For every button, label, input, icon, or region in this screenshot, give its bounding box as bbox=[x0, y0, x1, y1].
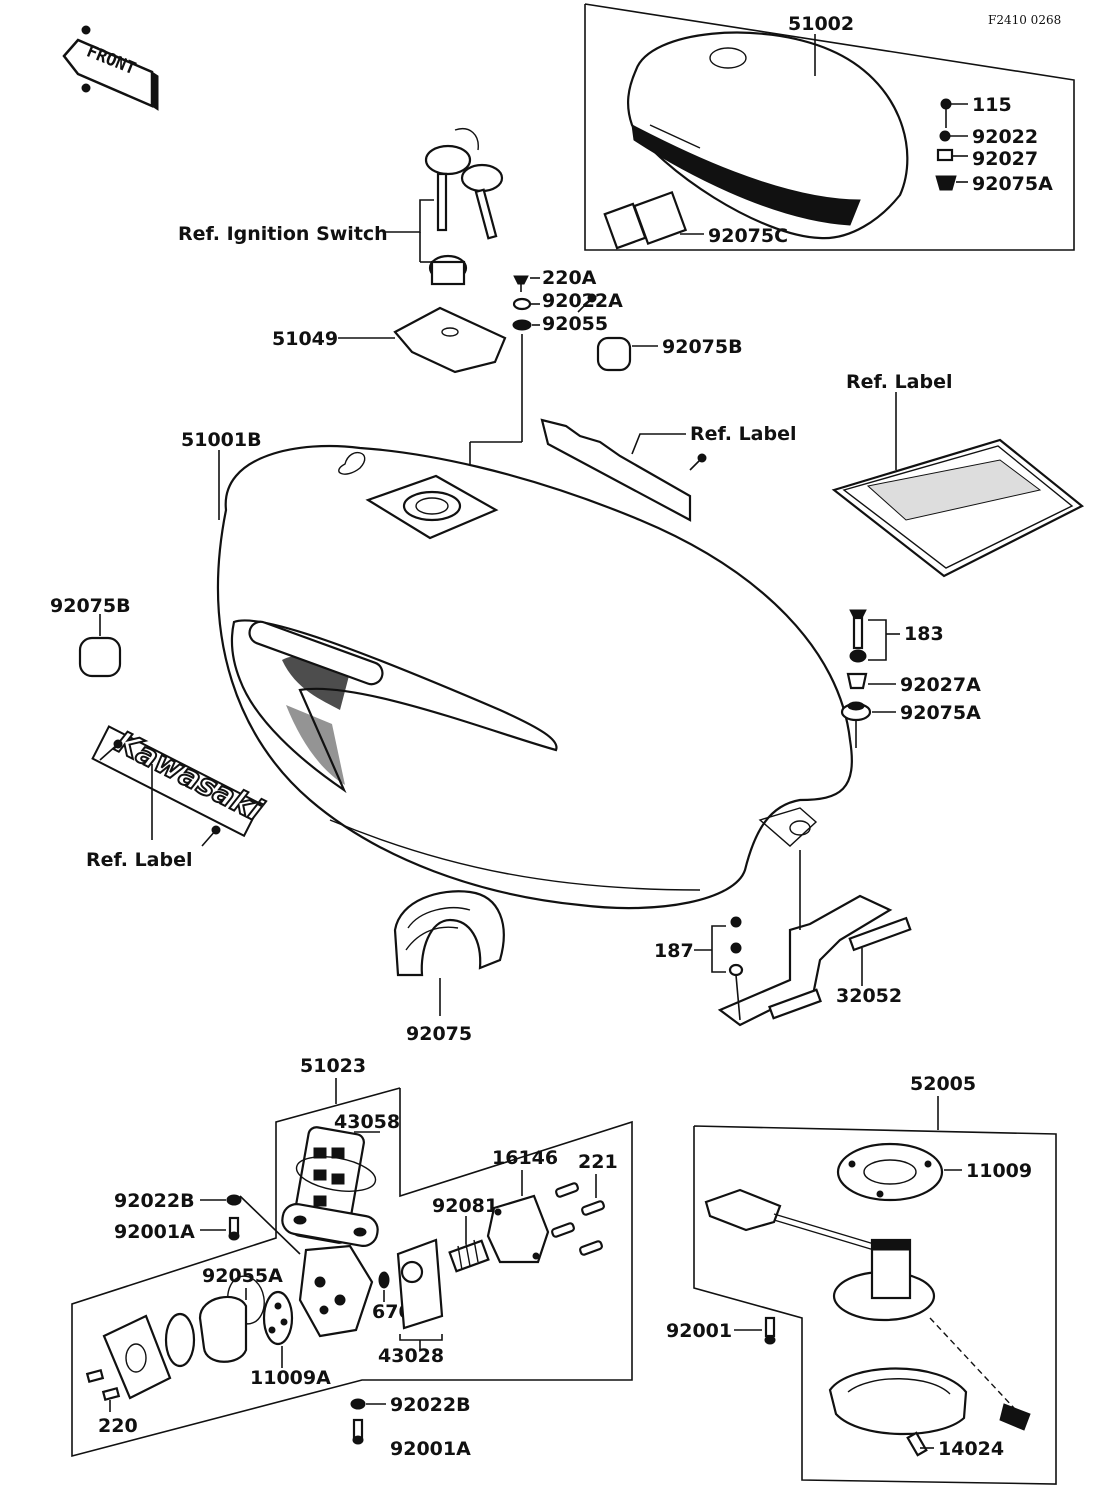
label-92027: 92027 bbox=[972, 148, 1038, 170]
cover-16146 bbox=[486, 1194, 550, 1264]
label-220: 220 bbox=[98, 1415, 138, 1437]
label-11009A: 11009A bbox=[250, 1367, 331, 1389]
label-92075B-left: 92075B bbox=[50, 595, 131, 617]
label-92075A-mid: 92075A bbox=[900, 702, 981, 724]
label-ref-label-left: Ref. Label bbox=[86, 849, 193, 871]
label-92022: 92022 bbox=[972, 126, 1038, 148]
damper-92075A-mid bbox=[840, 701, 872, 722]
screw-92001 bbox=[764, 1316, 776, 1345]
filler-cap-51049 bbox=[393, 306, 507, 374]
label-43028: 43028 bbox=[378, 1345, 444, 1367]
label-92055A: 92055A bbox=[202, 1265, 283, 1287]
ref-label-strip bbox=[540, 293, 707, 522]
screw-92001A-a bbox=[228, 1216, 240, 1241]
label-92022A: 92022A bbox=[542, 290, 623, 312]
ref-label-plate bbox=[831, 438, 1085, 578]
bolt-183 bbox=[849, 609, 867, 663]
o-ring-670 bbox=[378, 1271, 390, 1289]
label-92075C: 92075C bbox=[708, 225, 788, 247]
valve-body bbox=[281, 1203, 379, 1338]
label-ref-label-mid: Ref. Label bbox=[690, 423, 797, 445]
label-92075B-top: 92075B bbox=[662, 336, 743, 358]
label-51002: 51002 bbox=[788, 13, 854, 35]
damper-92075 bbox=[393, 890, 505, 977]
gasket-11009A bbox=[262, 1290, 294, 1346]
label-92055: 92055 bbox=[542, 313, 608, 335]
fuel-valve-group-box bbox=[71, 1087, 633, 1458]
collar-92027 bbox=[936, 148, 954, 162]
label-220A: 220A bbox=[542, 267, 597, 289]
label-51049: 51049 bbox=[272, 328, 338, 350]
gasket-11009 bbox=[836, 1142, 944, 1202]
label-92081: 92081 bbox=[432, 1195, 498, 1217]
ignition-keys bbox=[424, 128, 504, 286]
label-92075A-top: 92075A bbox=[972, 173, 1053, 195]
spring-92081 bbox=[448, 1239, 490, 1273]
fuel-gauge-sender bbox=[704, 1188, 1031, 1431]
damper-92075B-top bbox=[596, 336, 632, 372]
screw-92022B-a bbox=[226, 1194, 242, 1206]
valve-lever bbox=[102, 1296, 248, 1400]
label-16146: 16146 bbox=[492, 1147, 558, 1169]
screw-220A bbox=[513, 275, 529, 285]
label-92001A-a: 92001A bbox=[114, 1221, 195, 1243]
fuel-tank-51001B bbox=[216, 444, 853, 910]
label-51001B: 51001B bbox=[181, 429, 262, 451]
label-221: 221 bbox=[578, 1151, 618, 1173]
label-92001A-b: 92001A bbox=[390, 1438, 471, 1460]
screws-221 bbox=[551, 1182, 605, 1256]
label-51023: 51023 bbox=[300, 1055, 366, 1077]
label-14024: 14024 bbox=[938, 1438, 1004, 1460]
protector-14024 bbox=[828, 1367, 968, 1457]
plate-43028 bbox=[396, 1238, 444, 1330]
label-43058: 43058 bbox=[334, 1111, 400, 1133]
bracket-32052 bbox=[717, 894, 912, 1027]
grommet-92075C bbox=[603, 190, 688, 250]
label-115: 115 bbox=[972, 94, 1012, 116]
bolt-187 bbox=[728, 916, 744, 1021]
fuel-gauge-group-box bbox=[693, 1125, 1057, 1485]
bolt-115 bbox=[940, 98, 952, 128]
kawasaki-decal: Kawasaki bbox=[91, 724, 269, 847]
washer-92022 bbox=[939, 130, 951, 142]
label-32052: 32052 bbox=[836, 985, 902, 1007]
damper-92075A-top bbox=[935, 175, 957, 191]
label-11009: 11009 bbox=[966, 1160, 1032, 1182]
washer-92022A bbox=[512, 297, 532, 311]
screw-92001A-b bbox=[352, 1418, 364, 1445]
label-ref-ignition-switch: Ref. Ignition Switch bbox=[178, 223, 388, 245]
label-183: 183 bbox=[904, 623, 944, 645]
screw-92022B-b bbox=[350, 1398, 366, 1410]
screw-220 bbox=[85, 1368, 121, 1402]
label-ref-label-right: Ref. Label bbox=[846, 371, 953, 393]
tank-cover-group-box bbox=[584, 3, 1075, 251]
gasket-92055 bbox=[512, 319, 532, 331]
figure-code: F2410 0268 bbox=[988, 13, 1061, 27]
label-92001: 92001 bbox=[666, 1320, 732, 1342]
label-52005: 52005 bbox=[910, 1073, 976, 1095]
label-92027A: 92027A bbox=[900, 674, 981, 696]
label-92022B-b: 92022B bbox=[390, 1394, 471, 1416]
label-92022B-a: 92022B bbox=[114, 1190, 195, 1212]
collar-92027A bbox=[846, 672, 868, 690]
damper-92075B-left bbox=[78, 636, 122, 678]
label-92075: 92075 bbox=[406, 1023, 472, 1045]
label-187: 187 bbox=[654, 940, 694, 962]
front-sign: FRONT bbox=[62, 25, 159, 111]
tank-cover-51002 bbox=[626, 31, 909, 240]
